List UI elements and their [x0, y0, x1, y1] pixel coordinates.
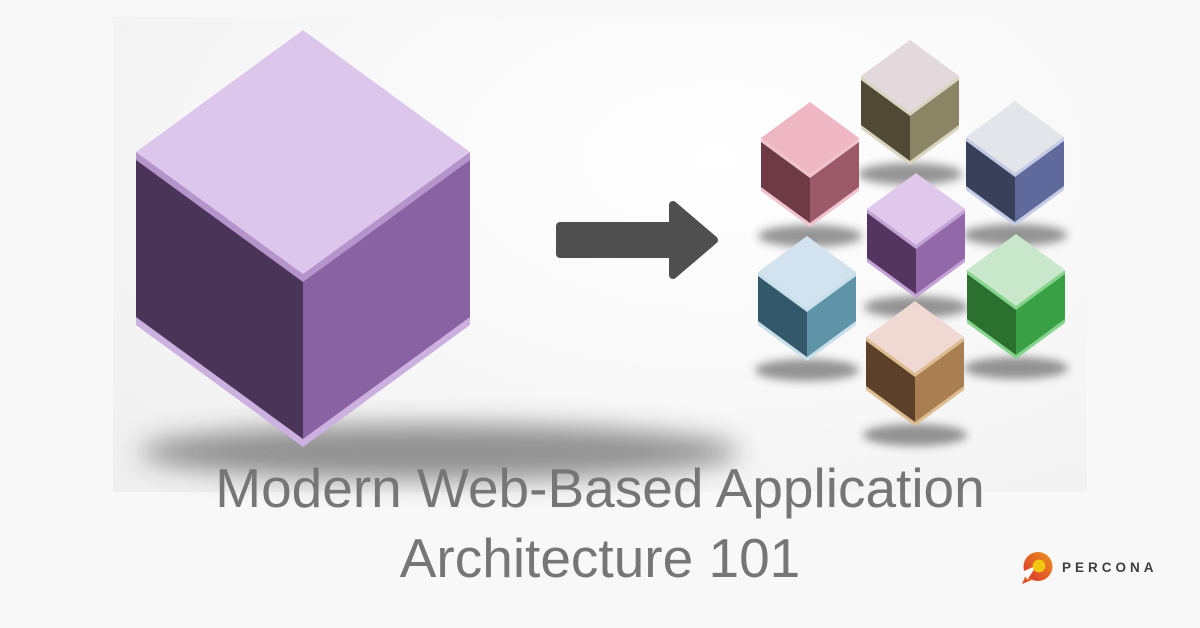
- title-line-1: Modern Web-Based Application: [215, 457, 985, 519]
- service-cube-pink: [761, 102, 859, 227]
- service-cube-blue-shadow: [755, 359, 859, 381]
- service-cube-navy: [966, 101, 1064, 226]
- page-title: Modern Web-Based Application Architectur…: [0, 453, 1200, 593]
- monolith-cube: [136, 30, 470, 447]
- title-line-2: Architecture 101: [399, 527, 801, 589]
- percona-logo-icon: [1022, 551, 1053, 584]
- monolith-cube-shadow: [140, 424, 740, 480]
- service-cube-olive-shadow: [858, 163, 962, 185]
- service-cube-blue: [758, 236, 856, 361]
- shadow-layer: [140, 163, 1068, 480]
- transform-arrow-icon: [556, 201, 718, 279]
- service-cube-brown-shadow: [863, 424, 967, 446]
- service-cube-green-shadow: [964, 357, 1068, 379]
- cube-layer: [136, 30, 1065, 447]
- brand-wordmark: PERCONA: [1062, 560, 1158, 575]
- service-cube-purple: [867, 173, 965, 298]
- right-arrow-shape: [556, 201, 718, 279]
- service-cube-olive: [861, 40, 959, 165]
- percona-brand: PERCONA: [1021, 551, 1158, 584]
- service-cube-pink-shadow: [758, 225, 862, 247]
- service-cube-brown: [866, 301, 964, 426]
- service-cube-green: [967, 234, 1065, 359]
